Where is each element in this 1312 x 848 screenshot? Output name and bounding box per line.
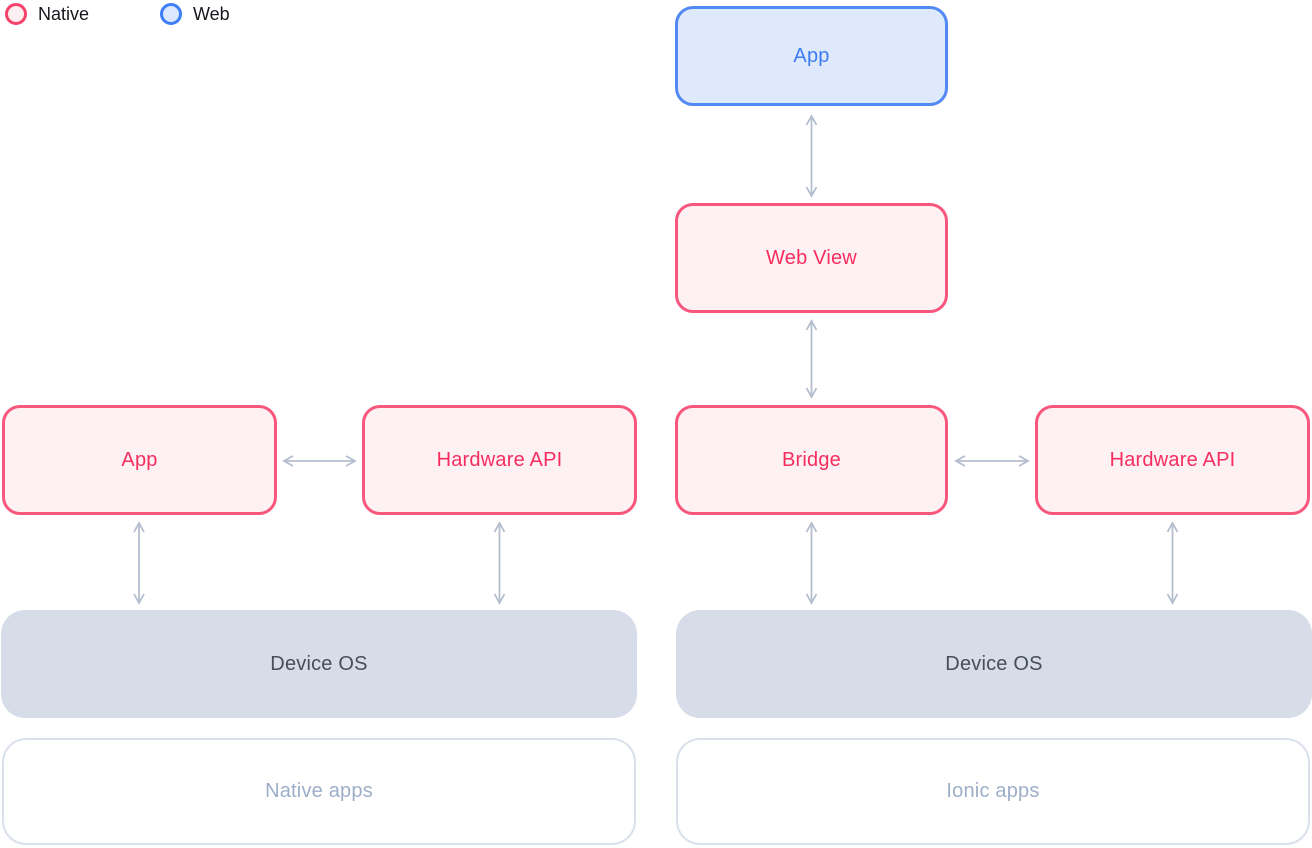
native-app-node: App (2, 405, 277, 515)
legend-label-native: Native (38, 3, 90, 24)
legend-item-web: Web (160, 2, 230, 26)
native-hardware-api-node: Hardware API (362, 405, 637, 515)
web-swatch-icon (160, 3, 182, 25)
native-device-os-node: Device OS (1, 610, 637, 718)
web-view-node: Web View (675, 203, 948, 313)
legend-label-web: Web (193, 3, 230, 24)
ionic-device-os-node: Device OS (676, 610, 1312, 718)
native-swatch-icon (5, 3, 27, 25)
ionic-apps-caption: Ionic apps (676, 738, 1310, 845)
ionic-hardware-api-node: Hardware API (1035, 405, 1310, 515)
native-apps-caption: Native apps (2, 738, 636, 845)
legend-item-native: Native (5, 2, 89, 26)
ionic-app-node: App (675, 6, 948, 106)
bridge-node: Bridge (675, 405, 948, 515)
